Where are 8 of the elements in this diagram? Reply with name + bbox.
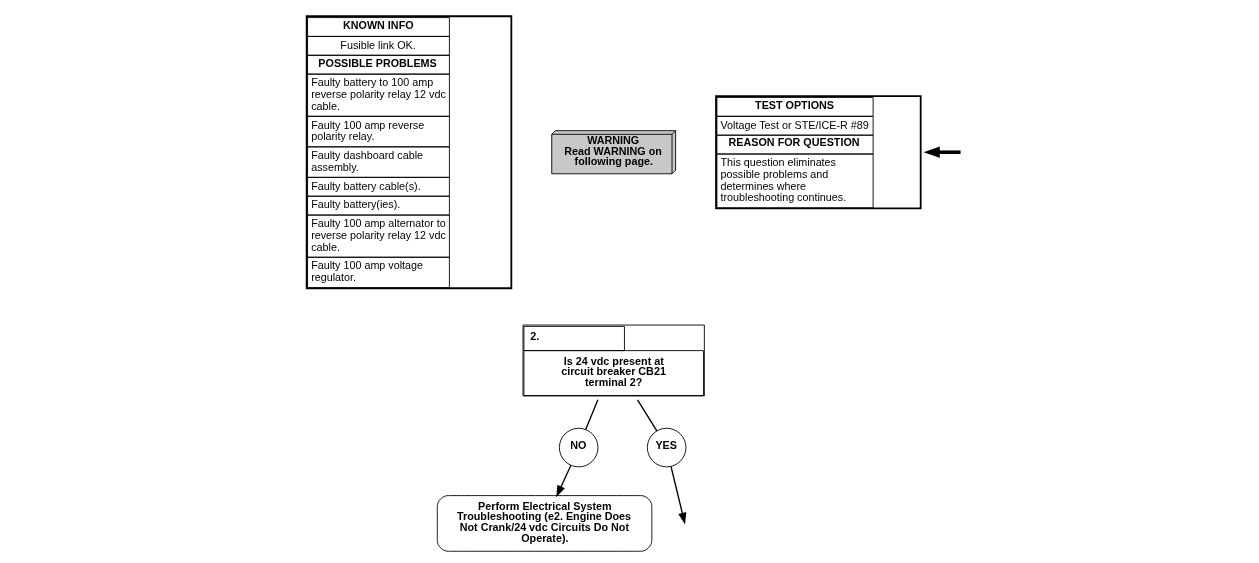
connector xyxy=(636,399,657,432)
connector xyxy=(584,399,599,431)
node-box: Perform Electrical System Troubleshooting (e2. Engine Does Not Crank/24 vdc Circuits Do Not Operate). xyxy=(436,495,652,552)
arrow xyxy=(555,464,572,498)
arrow xyxy=(923,146,961,158)
node-circle: YES xyxy=(646,427,686,468)
arrow xyxy=(669,465,686,525)
node-circle: NO xyxy=(558,427,598,468)
